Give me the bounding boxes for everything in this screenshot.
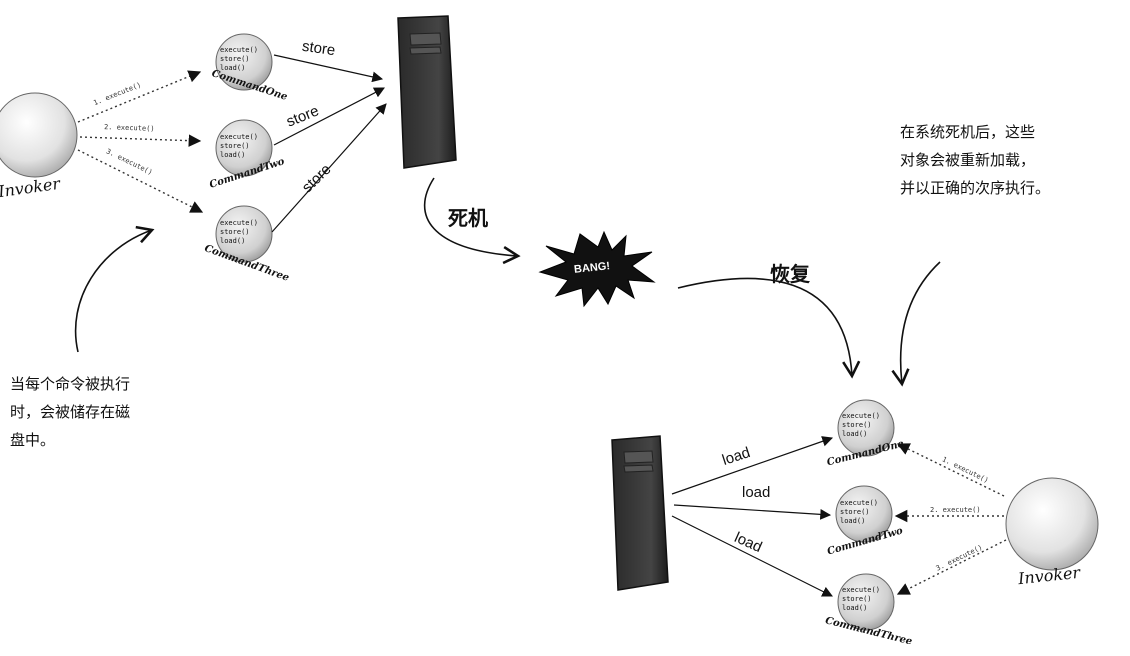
recover-label: 恢复 (770, 262, 810, 286)
bottom-command-one-method-2: store() (842, 421, 872, 429)
top-command-three-method-2: store() (220, 228, 250, 236)
right-note-line-1: 在系统死机后，这些 (900, 123, 1036, 141)
bottom-exec-arrow-1 (896, 443, 1005, 497)
top-command-one-method-3: load() (220, 64, 246, 72)
top-server-icon (397, 15, 457, 169)
store-arrow-1 (273, 54, 384, 83)
top-invoker (0, 92, 78, 178)
recover-arrow (677, 277, 861, 379)
crash-arrow (423, 177, 521, 265)
left-note-line-2: 时，会被储存在磁 (10, 403, 131, 421)
bottom-command-one-method-1: execute() (842, 412, 880, 420)
bottom-exec-label-2: 2. execute() (930, 506, 981, 514)
right-note-pointer (891, 261, 941, 387)
store-arrow-3 (271, 103, 387, 233)
load-arrow-1 (671, 436, 834, 495)
top-command-one (215, 33, 273, 91)
load-arrow-2 (673, 504, 832, 520)
top-command-one-method-1: execute() (220, 46, 258, 54)
bottom-command-two (835, 485, 893, 543)
bottom-command-three (837, 573, 895, 631)
bottom-command-one-method-3: load() (842, 430, 868, 438)
bottom-server-icon (611, 435, 669, 591)
right-note-line-2: 对象会被重新加载， (900, 151, 1036, 169)
crash-label: 死机 (448, 206, 488, 230)
top-command-three-method-1: execute() (220, 219, 258, 227)
left-note: 当每个命令被执行 时，会被储存在磁 盘中。 (10, 370, 130, 454)
bottom-command-three-method-2: store() (842, 595, 872, 603)
top-command-one-method-2: store() (220, 55, 250, 63)
top-exec-label-2: 2. execute() (103, 123, 155, 133)
load-arrow-3 (671, 515, 833, 597)
store-arrow-2 (273, 87, 385, 146)
top-command-three-method-3: load() (220, 237, 246, 245)
bottom-command-three-method-1: execute() (842, 586, 880, 594)
top-command-two-method-2: store() (220, 142, 250, 150)
bottom-command-one (837, 399, 895, 457)
left-note-pointer (74, 225, 155, 353)
bottom-exec-arrow-3 (896, 539, 1007, 595)
left-note-line-1: 当每个命令被执行 (10, 375, 131, 393)
top-exec-arrow-1 (77, 70, 202, 123)
bottom-command-three-method-3: load() (842, 604, 868, 612)
top-exec-arrow-2 (79, 134, 202, 147)
load-label-2: load (742, 484, 771, 501)
bottom-command-two-method-1: execute() (840, 499, 878, 507)
bottom-command-two-method-3: load() (840, 517, 866, 525)
top-command-three (215, 205, 273, 263)
right-note-line-3: 并以正确的次序执行。 (900, 179, 1051, 197)
right-note: 在系统死机后，这些 对象会被重新加载， 并以正确的次序执行。 (900, 118, 1050, 202)
top-command-two-method-3: load() (220, 151, 246, 159)
top-command-two (215, 119, 273, 177)
bottom-invoker (1005, 477, 1099, 571)
left-note-line-3: 盘中。 (10, 431, 56, 449)
bang-burst-icon (538, 230, 656, 308)
top-exec-arrow-3 (77, 149, 204, 213)
top-command-two-method-1: execute() (220, 133, 258, 141)
bottom-command-two-method-2: store() (840, 508, 870, 516)
